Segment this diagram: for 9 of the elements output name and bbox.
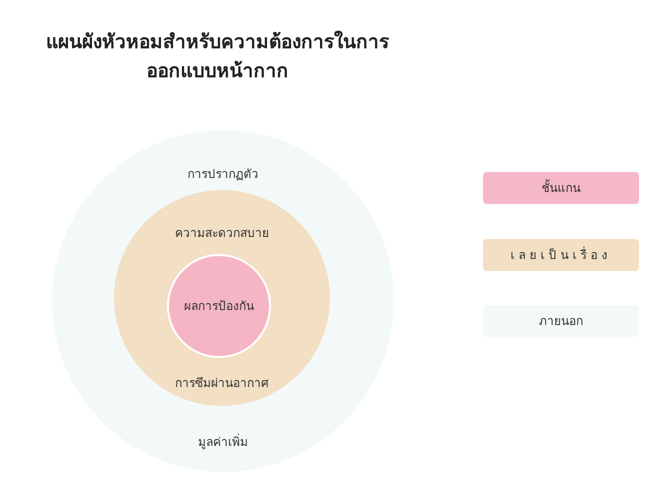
legend-label: ภายนอก — [539, 313, 583, 330]
layer-label: การซึมผ่านอากาศ — [175, 375, 269, 392]
layer-label: ผลการป้องกัน — [183, 298, 255, 315]
layer-label: มูลค่าเพิ่ม — [198, 433, 248, 451]
legend-label: ชั้นแกน — [542, 179, 580, 197]
legend-label: เลยเป็นเรื่อง — [510, 246, 612, 264]
layer-label: การปรากฏตัว — [188, 166, 258, 183]
diagram-title: แผนผังหัวหอมสำหรับความต้องการในการออกแบบหน้ากาก — [45, 30, 390, 84]
layer-label: ความสะดวกสบาย — [175, 225, 269, 242]
